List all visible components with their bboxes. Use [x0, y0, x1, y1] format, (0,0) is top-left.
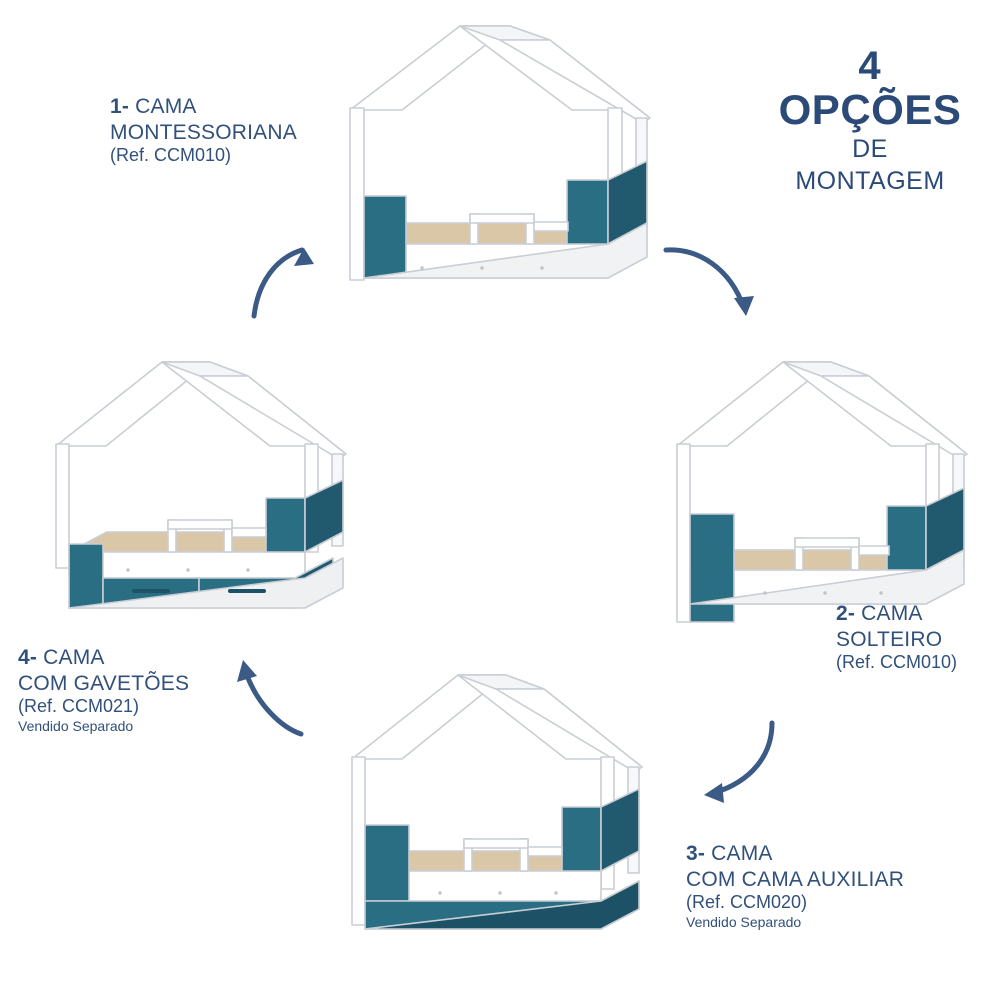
- label-option-3-text1: CAMA: [711, 842, 773, 865]
- label-option-1-text1: CAMA: [135, 95, 197, 118]
- label-option-4-line1: 4- CAMA: [18, 645, 189, 671]
- label-option-2: 2- CAMA SOLTEIRO (Ref. CCM010): [836, 601, 957, 674]
- label-option-3-sold: Vendido Separado: [686, 914, 802, 931]
- bed-solteiro: [655, 348, 985, 638]
- arrow-1-to-2: [660, 238, 760, 333]
- label-option-2-line1: 2- CAMA: [836, 601, 957, 627]
- label-option-2-text1: CAMA: [861, 602, 923, 625]
- label-option-3: 3- CAMA COM CAMA AUXILIAR (Ref. CCM020) …: [686, 841, 904, 931]
- label-option-1-line1: 1- CAMA: [110, 94, 297, 120]
- arrow-4-to-1: [248, 238, 338, 328]
- headline-word: OPÇÕES: [778, 86, 962, 133]
- label-option-2-line2: SOLTEIRO: [836, 627, 943, 651]
- label-option-3-line2: COM CAMA AUXILIAR: [686, 867, 905, 891]
- arrow-3-to-4: [215, 650, 315, 745]
- label-option-4-text1: CAMA: [43, 646, 105, 669]
- headline-block: 4 OPÇÕES DE MONTAGEM: [745, 46, 995, 196]
- label-option-3-line1: 3- CAMA: [686, 841, 904, 867]
- headline-bottom: MONTAGEM: [795, 166, 945, 195]
- label-option-4-number: 4-: [18, 646, 38, 669]
- headline-number: 4: [858, 44, 882, 88]
- label-option-1-ref: (Ref. CCM010): [110, 145, 232, 166]
- label-option-3-number: 3-: [686, 842, 706, 865]
- arrow-2-to-3: [680, 715, 780, 810]
- headline-middle: DE: [852, 135, 888, 164]
- label-option-1-line2: MONTESSORIANA: [110, 120, 297, 144]
- label-option-1-number: 1-: [110, 95, 130, 118]
- label-option-4: 4- CAMA COM GAVETÕES (Ref. CCM021) Vendi…: [18, 645, 189, 735]
- label-option-4-line2: COM GAVETÕES: [18, 671, 190, 695]
- label-option-1: 1- CAMA MONTESSORIANA (Ref. CCM010): [110, 94, 297, 167]
- label-option-2-ref: (Ref. CCM010): [836, 652, 958, 673]
- bed-montessoriana: [310, 18, 660, 298]
- label-option-4-ref: (Ref. CCM021): [18, 696, 140, 717]
- label-option-3-ref: (Ref. CCM020): [686, 892, 808, 913]
- label-option-2-number: 2-: [836, 602, 856, 625]
- label-option-4-sold: Vendido Separado: [18, 718, 134, 735]
- bed-auxiliar: [330, 655, 660, 945]
- bed-gavetoes: [28, 348, 368, 638]
